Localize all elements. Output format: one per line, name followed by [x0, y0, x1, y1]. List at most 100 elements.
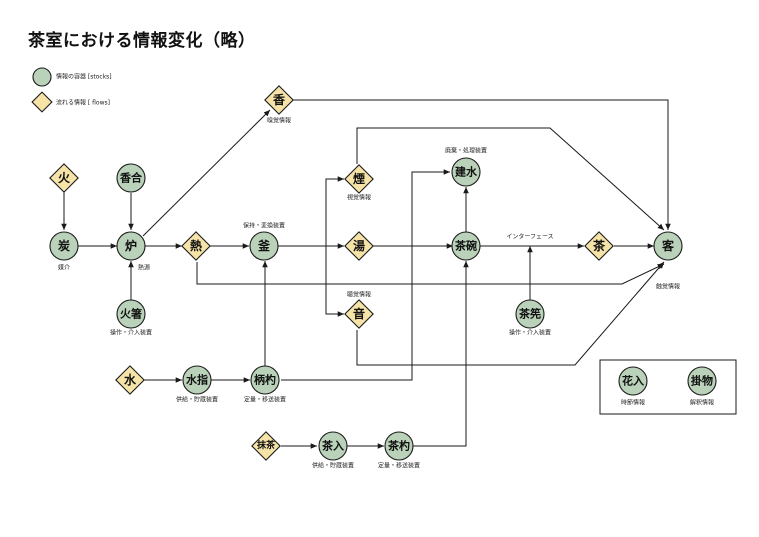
maccha-diamond [251, 431, 281, 461]
kama-circle [249, 231, 279, 261]
chasen-caption: 操作・介入装置 [509, 329, 551, 337]
chaire-label: 茶入 [321, 439, 344, 453]
edges [61, 99, 671, 449]
kensui-caption: 廃棄・処理装置 [445, 147, 487, 155]
kougou-label: 香合 [119, 171, 143, 185]
legend-stock-swatch [32, 67, 52, 87]
edge-kou-kyaku [293, 99, 671, 230]
page-title: 茶室における情報変化（略） [28, 31, 256, 51]
kemuri-label: 煙 [353, 171, 365, 186]
kakemono-caption: 解釈情報 [690, 399, 714, 407]
mizusashi-caption: 供給・貯蔵装置 [176, 396, 218, 404]
hishaku-caption: 定量・移送装置 [244, 396, 286, 404]
legend-stock-label: 情報の容器 [stocks] [56, 73, 112, 81]
node-cha: 茶 [584, 231, 614, 261]
edge-hishaku-kensui [281, 169, 450, 381]
kyaku-circle [653, 231, 683, 261]
yu-diamond [344, 231, 374, 261]
sumi-label: 炭 [58, 238, 70, 253]
node-mizu: 水 [115, 365, 145, 395]
edge-netsu-kyaku [196, 262, 665, 285]
node-ro: 炉熱源 [116, 231, 150, 272]
hibashi-label: 火箸 [120, 307, 142, 321]
hibashi-circle [116, 299, 146, 329]
kama-caption: 保持・変換装置 [243, 222, 285, 230]
chashaku-label: 茶杓 [387, 439, 410, 453]
chawan-label: 茶碗 [454, 239, 477, 253]
netsu-diamond [181, 231, 211, 261]
hi-diamond [49, 163, 79, 193]
oto-diamond [344, 299, 374, 329]
cha-diamond [584, 231, 614, 261]
edge-oto-kyaku [356, 261, 665, 366]
ro-label: 炉 [125, 238, 137, 253]
kensui-circle [451, 157, 481, 187]
kyaku-caption: 触覚情報 [656, 283, 680, 291]
legend: 情報の容器 [stocks] 流れる情報 [ flows] [31, 67, 112, 113]
chasen-circle [515, 299, 545, 329]
oto-label: 音 [353, 306, 365, 321]
node-maccha: 抹茶 [251, 431, 281, 461]
node-chawan: 茶碗 インターフェース [451, 231, 554, 261]
edge-chashaku-chawan [413, 261, 469, 447]
chashaku-caption: 定量・移送装置 [378, 462, 420, 470]
hanaire-circle [618, 366, 648, 396]
node-hi: 火 [49, 163, 79, 193]
kougou-circle [116, 163, 146, 193]
edge-ro-kou [142, 109, 271, 237]
legend-flow-label: 流れる情報 [ flows] [56, 99, 110, 107]
edge-kama-kemuri [325, 176, 344, 246]
hi-label: 火 [58, 171, 71, 185]
kou-label: 香 [272, 92, 285, 107]
chawan-circle [451, 231, 481, 261]
node-kougou: 香合 [116, 163, 146, 193]
ro-circle [116, 231, 146, 261]
node-netsu: 熱 [181, 231, 211, 261]
hibashi-caption: 操作・介入装置 [110, 329, 152, 337]
node-kama: 釜保持・変換装置 [243, 222, 285, 261]
chawan-caption: インターフェース [506, 233, 553, 241]
yu-label: 湯 [353, 238, 365, 253]
chashaku-circle [384, 431, 414, 461]
sumi-caption: 媒介 [58, 264, 70, 272]
kakemono-circle [687, 366, 717, 396]
mizusashi-circle [182, 365, 212, 395]
oto-caption: 聴覚情報 [347, 291, 371, 299]
chasen-label: 茶筅 [518, 307, 541, 321]
kemuri-diamond [344, 164, 374, 194]
hanaire-label: 花入 [622, 374, 644, 388]
kakemono-label: 掛物 [691, 374, 713, 388]
node-yu: 湯 [344, 231, 374, 261]
hanaire-caption: 時節情報 [621, 399, 645, 407]
edge-kemuri-kyaku [356, 127, 665, 231]
kensui-label: 建水 [455, 165, 478, 179]
chaire-caption: 供給・貯蔵装置 [312, 462, 354, 470]
kyaku-label: 客 [661, 238, 675, 253]
kemuri-caption: 視覚情報 [347, 194, 371, 202]
netsu-label: 熱 [190, 238, 202, 253]
mizusashi-label: 水指 [186, 373, 208, 387]
mizu-diamond [115, 365, 145, 395]
cha-label: 茶 [592, 238, 606, 253]
chaire-circle [318, 431, 348, 461]
kama-label: 釜 [257, 238, 271, 253]
legend-flow-swatch [31, 91, 53, 113]
node-sumi: 炭媒介 [49, 231, 79, 272]
edge-kama-oto [325, 246, 344, 317]
maccha-label: 抹茶 [257, 439, 276, 451]
sumi-circle [49, 231, 79, 261]
